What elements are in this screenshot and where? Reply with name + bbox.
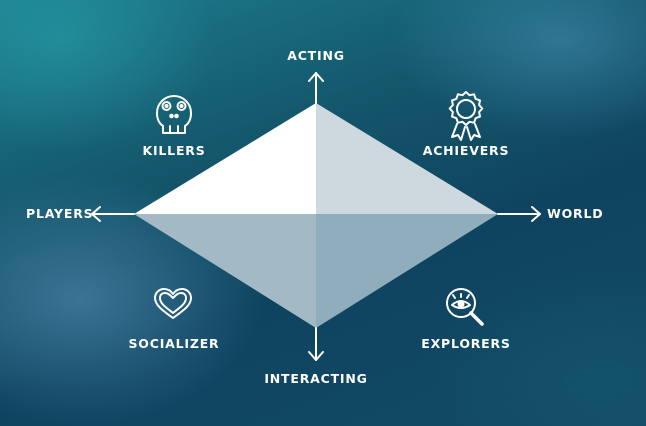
axis-label-top: ACTING — [287, 48, 345, 63]
quadrant-label-achievers: ACHIEVERS — [422, 143, 510, 158]
quadrant-label-socializer: SOCIALIZER — [128, 336, 220, 351]
axis-label-left: PLAYERS — [26, 206, 94, 221]
right-arrow-icon — [531, 206, 541, 222]
left-arrow-icon — [91, 206, 101, 222]
vertical-axis — [308, 72, 324, 361]
skull-icon — [156, 95, 192, 134]
diamond-bottom-left — [134, 214, 316, 328]
quadrant-label-killers: KILLERS — [142, 143, 206, 158]
diamond-top-left — [134, 103, 316, 214]
quadrant-label-explorers: EXPLORERS — [421, 336, 511, 351]
down-arrow-icon — [308, 351, 324, 361]
medal-icon — [448, 91, 484, 141]
diamond-bottom-right — [316, 214, 498, 328]
axis-label-right: WORLD — [547, 206, 604, 221]
up-arrow-icon — [308, 72, 324, 82]
horizontal-axis — [91, 206, 541, 222]
axis-label-bottom: INTERACTING — [264, 371, 368, 386]
heart-icon — [154, 288, 192, 319]
magnifier-eye-icon — [446, 288, 484, 326]
diamond-top-right — [316, 103, 498, 214]
